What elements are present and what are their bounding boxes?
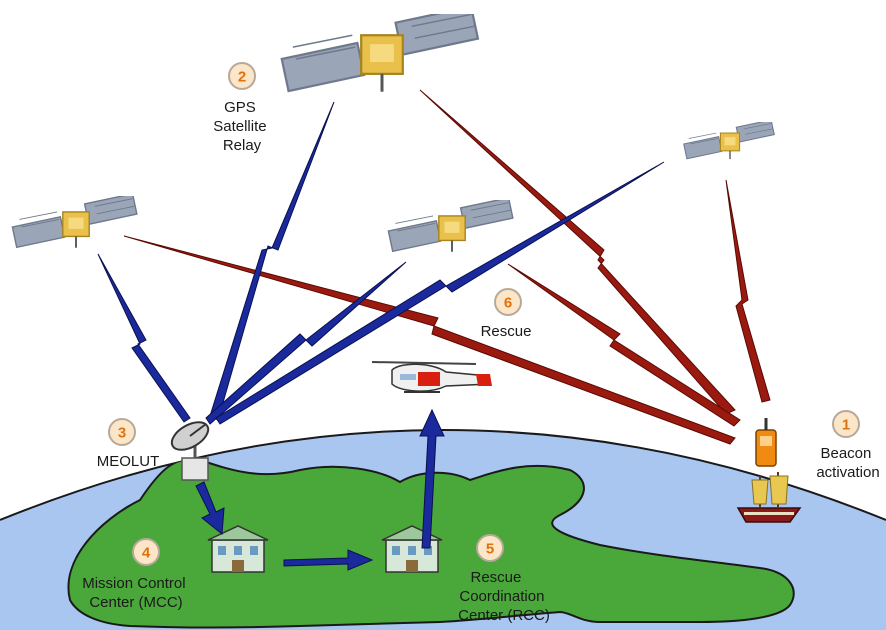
downlink-beam-center-sat	[205, 261, 407, 425]
flow-arrows	[195, 408, 445, 571]
uplink-beams	[123, 89, 771, 445]
label-rescue-coordination-center: Rescue Coordination Center (RCC)	[458, 569, 550, 624]
gps-satellite	[280, 14, 480, 94]
uplink-beam-left-sat	[123, 235, 736, 445]
step-number-5: 5	[486, 541, 494, 558]
meolut-antenna-icon	[170, 421, 210, 481]
label-gps-line-3: Relay	[223, 137, 262, 154]
downlink-beam-right-sat	[215, 161, 665, 425]
step-number-1: 1	[842, 417, 850, 434]
downlink-beams	[97, 101, 665, 425]
step-badge-5: 5	[476, 534, 504, 562]
label-rcc-line-1: Rescue	[470, 569, 521, 586]
label-mission-control-center: Mission Control Center (MCC)	[82, 575, 190, 611]
label-rcc-line-3: Center (RCC)	[458, 607, 550, 624]
step-number-4: 4	[142, 545, 151, 562]
step-badge-4: 4	[132, 538, 160, 566]
step-badge-6: 6	[494, 288, 522, 316]
label-beacon-line-1: Beacon	[820, 445, 871, 462]
globe-horizon	[0, 429, 886, 521]
label-beacon-activation: Beacon activation	[816, 445, 879, 481]
label-mcc-line-1: Mission Control	[82, 575, 185, 592]
downlink-beam-left-sat	[97, 253, 191, 423]
label-rcc-line-2: Coordination	[459, 588, 544, 605]
label-beacon-line-2: activation	[816, 464, 879, 481]
step-number-2: 2	[238, 69, 246, 86]
label-rescue: Rescue	[481, 323, 532, 340]
label-meolut: MEOLUT	[97, 453, 160, 470]
mcc-building-icon	[207, 525, 269, 573]
label-gps-satellite-relay: GPS Satellite Relay	[213, 99, 271, 154]
arrow-rcc-to-rescue	[419, 408, 445, 549]
label-mcc-line-2: Center (MCC)	[89, 594, 182, 611]
step-number-3: 3	[118, 425, 126, 442]
uplink-beam-right-sat	[725, 179, 771, 403]
uplink-beam-gps	[419, 89, 736, 415]
label-gps-line-1: GPS	[224, 99, 256, 116]
uplink-beam-center-sat	[507, 263, 741, 427]
step-badge-3: 3	[108, 418, 136, 446]
label-rescue-line-1: Rescue	[481, 323, 532, 340]
satellite-left	[11, 196, 138, 249]
satellite-center	[387, 200, 514, 253]
beacon-icon	[755, 418, 777, 467]
helicopter-icon	[371, 361, 492, 393]
step-badge-2: 2	[228, 62, 256, 90]
step-badge-1: 1	[832, 410, 860, 438]
arrow-mcc-to-rcc	[283, 549, 374, 571]
step-number-6: 6	[504, 295, 512, 312]
label-meolut-line-1: MEOLUT	[97, 453, 160, 470]
label-gps-line-2: Satellite	[213, 118, 266, 135]
ship-icon	[736, 472, 802, 523]
satellite-right	[683, 122, 776, 160]
arrow-meolut-to-mcc	[195, 481, 225, 535]
